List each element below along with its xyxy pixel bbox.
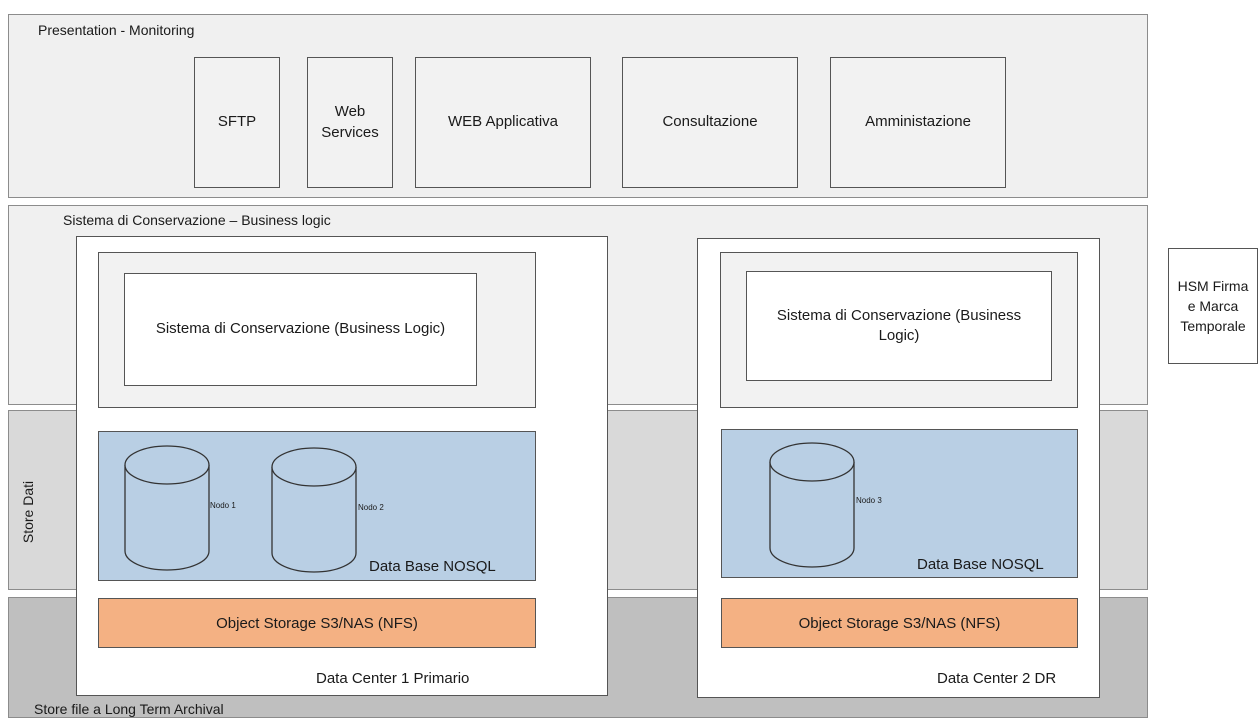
consultazione-box: Consultazione xyxy=(622,57,798,188)
dc1-label: Data Center 1 Primario xyxy=(316,670,470,687)
web-applicativa-box: WEB Applicativa xyxy=(415,57,591,188)
nodo-1-label: Nodo 1 xyxy=(210,501,236,510)
amministazione-box: Amministazione xyxy=(830,57,1006,188)
dc2-label: Data Center 2 DR xyxy=(937,670,1057,687)
hsm-label: HSM Firma e Marca Temporale xyxy=(1177,277,1249,335)
web-services-label: Web Services xyxy=(321,103,379,141)
hsm-box: HSM Firma e Marca Temporale xyxy=(1168,248,1258,364)
store-dati-layer-label: Store Dati xyxy=(20,480,36,544)
web-services-box: Web Services xyxy=(307,57,393,188)
nodo-1-database-icon xyxy=(124,445,210,571)
dc2-business-logic-box: Sistema di Conservazione (Business Logic… xyxy=(746,271,1052,381)
store-file-layer-label: Store file a Long Term Archival xyxy=(34,701,224,717)
nodo-3-database-icon xyxy=(769,442,855,568)
nodo-2-label: Nodo 2 xyxy=(358,503,384,512)
dc2-business-logic-label: Sistema di Conservazione (Business Logic… xyxy=(776,306,1022,344)
presentation-layer-label: Presentation - Monitoring xyxy=(38,22,195,38)
dc2-object-storage: Object Storage S3/NAS (NFS) xyxy=(721,598,1078,648)
sftp-box: SFTP xyxy=(194,57,280,188)
dc2-database-label: Data Base NOSQL xyxy=(917,556,1044,573)
dc1-database-label: Data Base NOSQL xyxy=(369,558,496,575)
dc1-business-logic-box: Sistema di Conservazione (Business Logic… xyxy=(124,273,477,386)
nodo-3-label: Nodo 3 xyxy=(856,496,882,505)
nodo-2-database-icon xyxy=(271,447,357,573)
business-logic-layer-label: Sistema di Conservazione – Business logi… xyxy=(63,212,331,228)
dc1-object-storage: Object Storage S3/NAS (NFS) xyxy=(98,598,536,648)
